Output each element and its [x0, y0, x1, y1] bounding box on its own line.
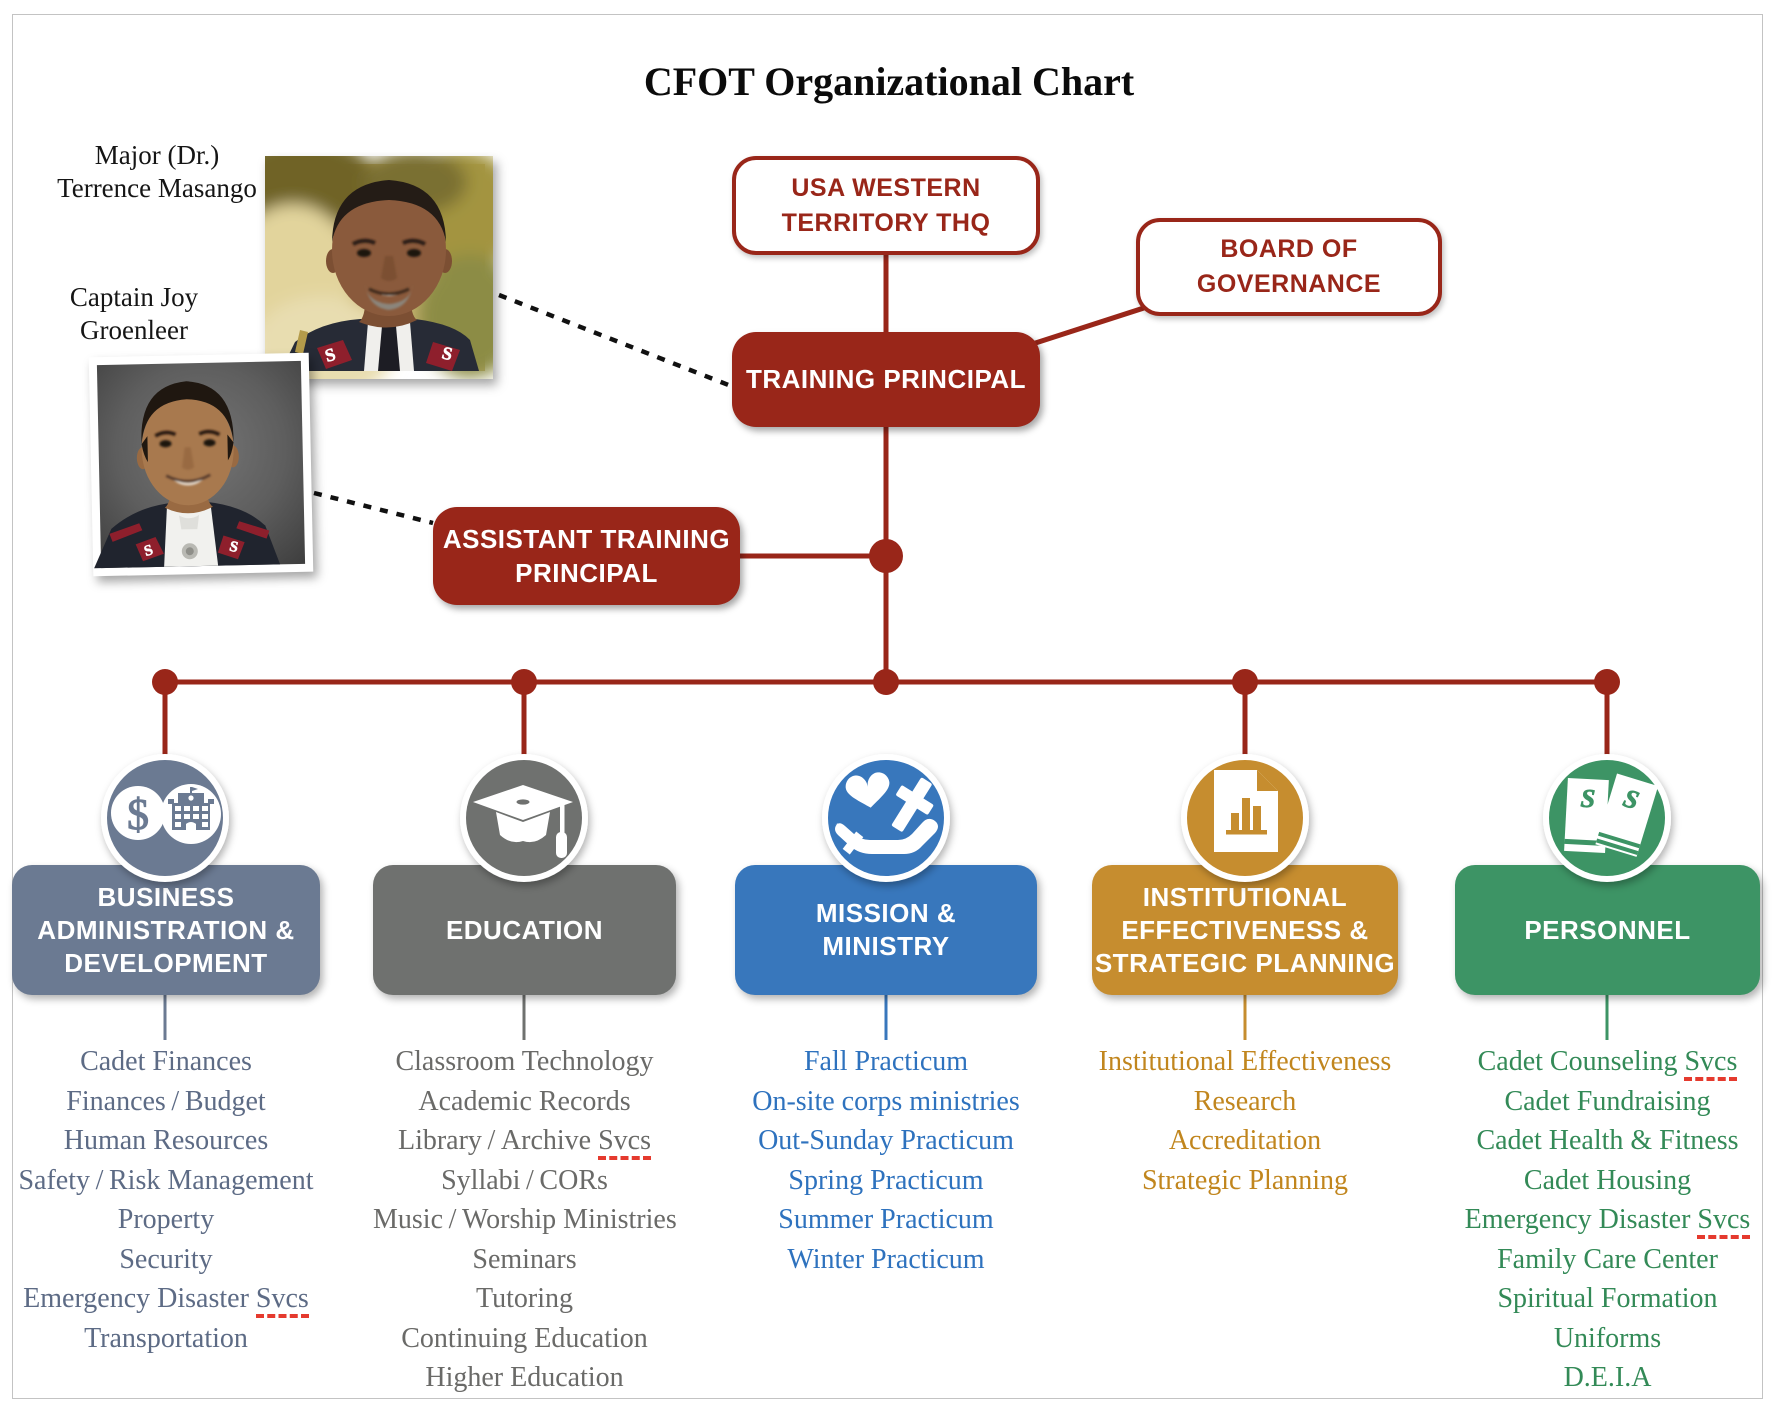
svg-text:S: S	[228, 539, 240, 556]
svg-text:S: S	[1580, 784, 1596, 814]
svg-text:$: $	[127, 790, 149, 839]
